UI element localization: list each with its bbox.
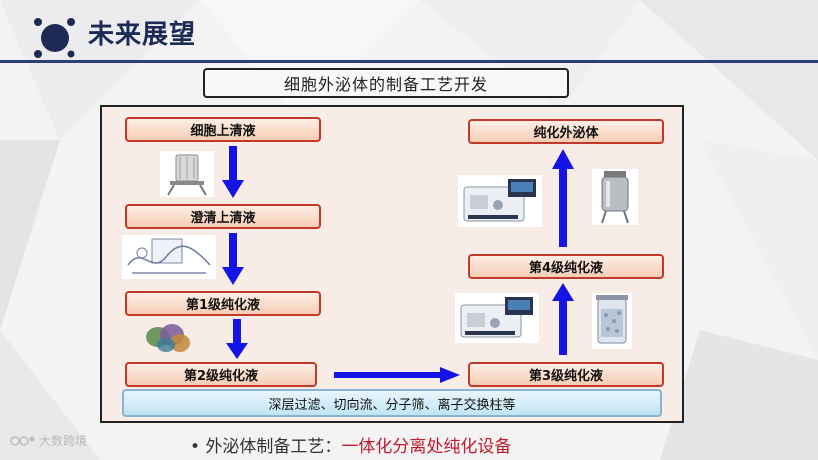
watermark: 大数跨境 (10, 432, 87, 449)
chromatography-system-icon (455, 293, 539, 343)
step-cell-supernatant: 细胞上清液 (125, 117, 321, 142)
slide-title: 未来展望 (88, 20, 197, 50)
arrow-down-icon (222, 233, 244, 285)
step-clarified-supernatant: 澄清上清液 (125, 204, 321, 229)
step-purified-level-2: 第2级纯化液 (125, 362, 317, 387)
step-purified-exosome: 纯化外泌体 (468, 119, 664, 144)
process-flow-panel: 细胞上清液 澄清上清液 第1级纯化液 第2级纯化液 第3级纯化液 第4级纯化液 … (100, 105, 684, 423)
logo-icon (34, 18, 75, 58)
bullet-highlight: 一体化分离处纯化设备 (341, 437, 512, 457)
arrow-right-icon (334, 367, 460, 383)
bullet-lead: 外泌体制备工艺： (205, 437, 342, 457)
title-divider (0, 60, 818, 63)
summary-bullet: • 外泌体制备工艺：一体化分离处纯化设备 (190, 432, 511, 457)
process-subtitle-text: 细胞外泌体的制备工艺开发 (283, 75, 488, 94)
arrow-down-icon (226, 319, 248, 359)
arrow-up-icon (552, 283, 574, 355)
watermark-logo-icon (10, 435, 35, 446)
methods-bar: 深层过滤、切向流、分子筛、离子交换柱等 (122, 389, 662, 417)
watermark-text: 大数跨境 (39, 434, 88, 448)
process-subtitle: 细胞外泌体的制备工艺开发 (203, 68, 569, 98)
molecular-sieve-icon (146, 324, 190, 352)
bullet-dot: • (190, 437, 206, 457)
chromatography-system-icon (458, 175, 542, 227)
arrow-up-icon (552, 149, 574, 247)
arrow-down-icon (222, 146, 244, 198)
depth-filter-icon (160, 151, 214, 197)
steel-column-icon (592, 169, 638, 225)
step-purified-level-1: 第1级纯化液 (125, 291, 321, 316)
step-purified-level-4: 第4级纯化液 (468, 254, 664, 279)
tangential-flow-icon (122, 235, 216, 279)
step-purified-level-3: 第3级纯化液 (468, 362, 664, 387)
ion-exchange-column-icon (592, 293, 632, 349)
